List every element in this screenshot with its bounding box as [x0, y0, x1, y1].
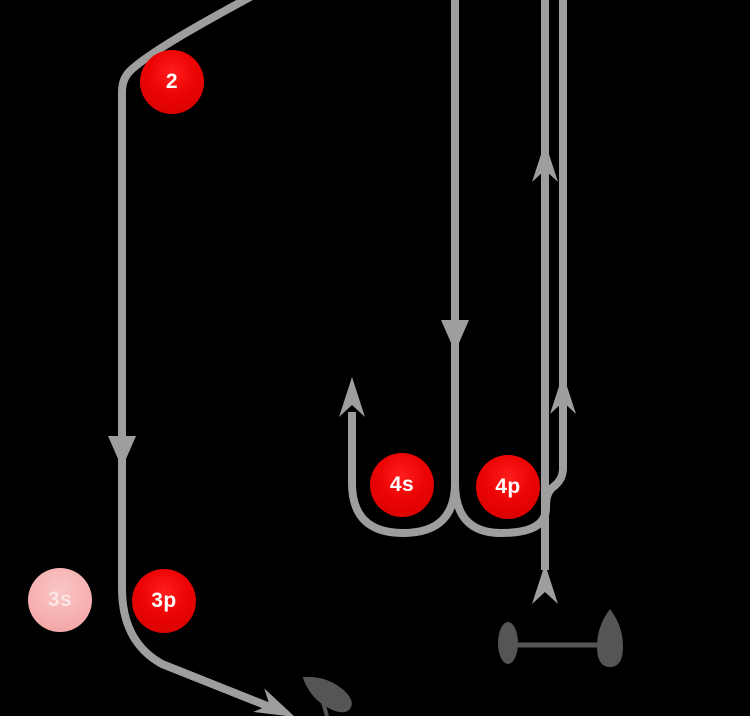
- mark-4p-label: 4p: [495, 475, 521, 498]
- direction-arrow-down-icon: [441, 320, 469, 352]
- mark-4s-label: 4s: [389, 473, 415, 496]
- mark-4s: 4s: [370, 453, 434, 517]
- mark-3s: 3s: [28, 568, 92, 632]
- mark-2: 2: [140, 50, 204, 114]
- mark-3p-label: 3p: [151, 589, 177, 612]
- competitor-boat-icon: [302, 676, 352, 713]
- gate4-starboard-rounding-line: [348, 0, 459, 538]
- direction-arrow-up-icon: [532, 142, 558, 182]
- leg-mark2-to-gate3-line: [118, 0, 272, 711]
- committee-boat-icon: [597, 609, 623, 667]
- direction-arrow-up-icon: [550, 374, 576, 414]
- mark-3p: 3p: [132, 569, 196, 633]
- direction-arrow-down-icon: [108, 436, 136, 468]
- mark-4p: 4p: [476, 455, 540, 519]
- direction-arrow-end-icon: [253, 688, 295, 716]
- direction-arrow-up-icon: [532, 564, 558, 604]
- mark-3s-label: 3s: [47, 588, 73, 611]
- start-pin-buoy-icon: [498, 622, 518, 664]
- direction-arrow-up-icon: [339, 377, 365, 417]
- mark-2-label: 2: [165, 70, 179, 93]
